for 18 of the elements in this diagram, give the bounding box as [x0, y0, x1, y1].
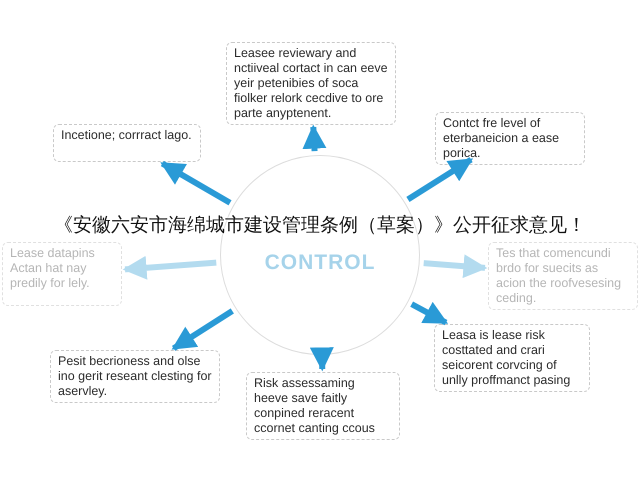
arrow [406, 157, 474, 202]
text-box: Lease datapins Actan hat nay predily for lely. [2, 242, 122, 306]
headline-overlay: 《安徽六安市海绵城市建设管理条例（草案）》公开征求意见！ [53, 213, 587, 238]
arrow [410, 302, 448, 326]
text-box: Contct fre level of eterbaneicion a ease porica. [435, 112, 585, 165]
text-box: Leasa is lease risk costtated and crari seicorent corvcing of unlly proffmanct pasing [434, 324, 590, 392]
text-box: Pesit becrioness and olse ino gerit reseant clesting for aservley. [50, 350, 220, 403]
text-box: Risk assessaming heeve save faitly conpined reracent ccornet canting ccous [246, 372, 400, 440]
arrow [122, 256, 216, 280]
arrow [302, 124, 326, 152]
arrow [423, 254, 488, 278]
arrow [172, 308, 234, 351]
text-box: Leasee reviewary and nctiiveal cortact in can eeve yeir petenibies of soca fiolker relork cecdive to ore parte anyptenent. [226, 42, 396, 125]
hub-title: CONTROL [264, 251, 376, 275]
text-box: Incetione; corrract lago. [53, 124, 201, 162]
arrow [310, 347, 334, 372]
text-box: Tes that comencundi brdo for suecits as acion the roofvesesing ceding. [488, 242, 638, 310]
arrow [160, 160, 232, 206]
